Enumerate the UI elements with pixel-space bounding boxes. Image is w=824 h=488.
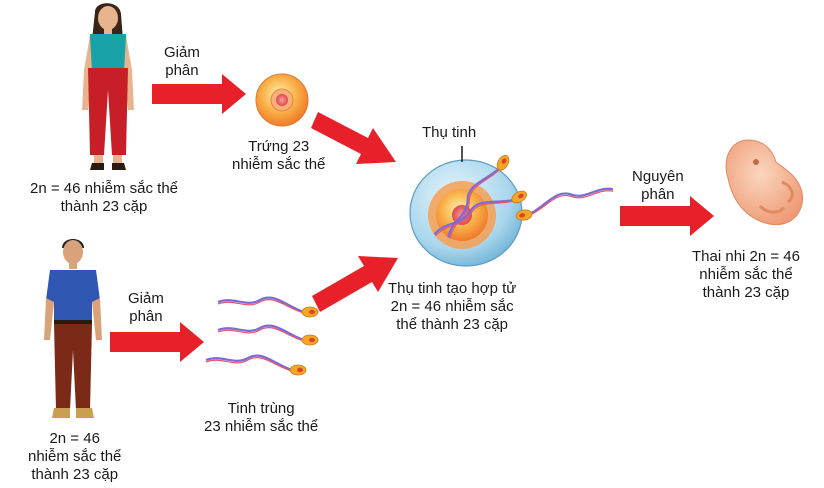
meiosis-female-line1: Giảm <box>164 44 200 61</box>
female-line2: thành 23 cặp <box>60 198 148 215</box>
male-line2: nhiễm sắc thể <box>28 448 122 465</box>
sperm-group <box>204 296 320 377</box>
woman-figure <box>82 3 134 170</box>
zygote-line1: Thụ tinh tạo hợp tử <box>388 280 517 297</box>
male-line1: 2n = 46 <box>49 430 100 447</box>
zygote-cell <box>409 146 617 267</box>
mitosis-label: Nguyên phân <box>632 168 684 204</box>
arrow-meiosis-female <box>152 74 246 114</box>
mitosis-line1: Nguyên <box>632 168 684 185</box>
arrow-mitosis <box>620 196 714 236</box>
sperm-line2: 23 nhiễm sắc thể <box>204 418 319 435</box>
meiosis-female-line2: phân <box>165 62 199 79</box>
egg-line1: Trứng 23 <box>248 138 310 155</box>
arrow-sperm-to-zygote <box>312 256 398 312</box>
arrow-meiosis-male <box>110 322 204 362</box>
fetus-line2: nhiễm sắc thể <box>699 266 793 283</box>
man-figure <box>44 239 102 418</box>
fetus-label: Thai nhi 2n = 46 nhiễm sắc thể thành 23 … <box>692 248 800 302</box>
meiosis-male-line1: Giảm <box>128 290 164 307</box>
egg-line2: nhiễm sắc thể <box>232 156 326 173</box>
meiosis-male-label: Giảm phân <box>128 290 164 326</box>
fetus <box>725 139 804 226</box>
sperm-line1: Tinh trùng <box>227 400 295 417</box>
zygote-line3: thể thành 23 cặp <box>396 316 509 333</box>
meiosis-male-line2: phân <box>129 308 163 325</box>
arrow-egg-to-zygote <box>311 112 396 164</box>
female-line1: 2n = 46 nhiễm sắc thể <box>30 180 179 197</box>
fetus-line1: Thai nhi 2n = 46 <box>692 248 800 265</box>
meiosis-female-label: Giảm phân <box>164 44 200 80</box>
female-chromosome-label: 2n = 46 nhiễm sắc thể thành 23 cặp <box>30 180 178 216</box>
sperm-label: Tinh trùng 23 nhiễm sắc thể <box>204 400 318 436</box>
egg-cell <box>255 73 309 127</box>
male-chromosome-label: 2n = 46 nhiễm sắc thể thành 23 cặp <box>28 430 121 484</box>
zygote-line2: 2n = 46 nhiễm sắc <box>390 298 514 315</box>
fetus-line3: thành 23 cặp <box>702 284 790 301</box>
fertilization-label: Thụ tinh <box>422 124 476 142</box>
fertilization-text: Thụ tinh <box>422 124 477 141</box>
zygote-label: Thụ tinh tạo hợp tử 2n = 46 nhiễm sắc th… <box>388 280 516 334</box>
male-line3: thành 23 cặp <box>31 466 119 483</box>
mitosis-line2: phân <box>641 186 675 203</box>
egg-label: Trứng 23 nhiễm sắc thể <box>232 138 325 174</box>
